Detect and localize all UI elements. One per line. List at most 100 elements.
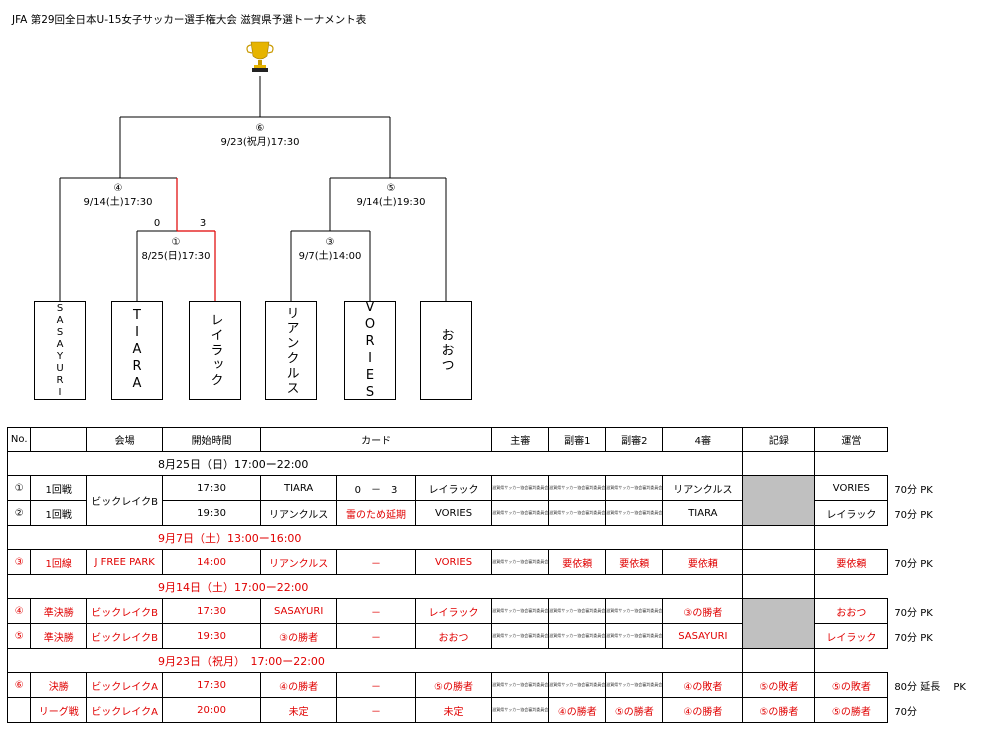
- team-box-reirack: レイラック: [189, 301, 241, 400]
- record-cell: ⑤の敗者: [742, 672, 816, 698]
- referee-cell: 滋賀県サッカー協会審判委員会: [491, 598, 550, 624]
- m1-time: 8/25(日)17:30: [141, 251, 210, 262]
- team-box-ootsu: おおつ: [420, 301, 472, 400]
- match-round: 1回戦: [30, 500, 88, 526]
- m4-time: 9/14(土)17:30: [83, 195, 152, 208]
- match-home: リアンクルス: [259, 500, 338, 526]
- match-no: ⑥: [6, 672, 32, 698]
- match-round: 決勝: [30, 672, 88, 698]
- m6-time: 9/23(祝月)17:30: [220, 135, 299, 148]
- match-score: －: [336, 623, 416, 649]
- match-score: －: [336, 549, 416, 575]
- match-no: ③: [6, 549, 32, 575]
- record-cell: [742, 475, 816, 526]
- fourth-cell: SASAYURI: [662, 623, 744, 649]
- match-score: －: [336, 672, 416, 698]
- record-cell: [742, 598, 816, 649]
- match-away: VORIES: [414, 549, 493, 575]
- ar2-cell: 滋賀県サッカー協会審判委員会: [605, 500, 664, 526]
- header-ops: 運営: [814, 427, 889, 452]
- header-row: No. 会場 開始時間 カード 主審 副審1 副審2 4審 記録 運営: [6, 427, 982, 452]
- match-time: 14:00: [162, 549, 261, 575]
- ar2-cell: 滋賀県サッカー協会審判委員会: [605, 598, 664, 624]
- table-row: ⑥ 決勝 ビックレイクA 17:30 ④の勝者 － ⑤の勝者 滋賀県サッカー協会…: [6, 672, 982, 698]
- match-home: 未定: [259, 697, 338, 723]
- match-time: 17:30: [162, 672, 261, 698]
- match-no: [6, 697, 32, 723]
- match-postponed: 雷のため延期: [336, 500, 416, 526]
- extra-note: 80分 延長 PK: [894, 681, 966, 693]
- table-row: ④ 準決勝 ビックレイクB 17:30 SASAYURI － レイラック 滋賀県…: [6, 598, 982, 649]
- match-away: おおつ: [414, 623, 493, 649]
- header-ar1: 副審1: [548, 427, 607, 452]
- table-row: ① 1回戦 ビックレイクB 17:30 TIARA 0 － 3 レイラック 滋賀…: [6, 475, 982, 526]
- ar1-cell: 滋賀県サッカー協会審判委員会: [548, 475, 607, 501]
- referee-cell: 滋賀県サッカー協会審判委員会: [491, 549, 550, 575]
- m1-score-left: 0: [154, 218, 160, 229]
- ar2-cell: 滋賀県サッカー協会審判委員会: [605, 623, 664, 649]
- header-no: No.: [6, 427, 32, 452]
- m1-score-right: 3: [200, 218, 206, 229]
- extra-note: 70分 PK: [894, 558, 933, 570]
- match-away: レイラック: [414, 475, 493, 501]
- match-score: －: [336, 598, 416, 624]
- ops-cell: レイラック: [814, 500, 889, 526]
- match-no: ④: [6, 598, 32, 624]
- date-row: 9月14日（土）17:00ー22:00: [6, 574, 744, 599]
- match-venue: ビックレイクA: [86, 697, 164, 723]
- match-score: －: [336, 697, 416, 723]
- ops-cell: ⑤の敗者: [814, 672, 889, 698]
- referee-cell: 滋賀県サッカー協会審判委員会: [491, 672, 550, 698]
- fourth-cell: 要依頼: [662, 549, 744, 575]
- extra-note: 70分 PK: [894, 607, 933, 619]
- match-home: リアンクルス: [259, 549, 338, 575]
- team-box-tiara: TIARA: [111, 301, 163, 400]
- match-time: 17:30: [162, 598, 261, 624]
- table-row: ③ 1回線 J FREE PARK 14:00 リアンクルス － VORIES …: [6, 549, 982, 575]
- fourth-cell: TIARA: [662, 500, 744, 526]
- team-box-liancles: リアンクルス: [265, 301, 317, 400]
- extra-note: 70分 PK: [894, 632, 933, 644]
- match-score: 0 － 3: [336, 475, 416, 501]
- match-home: ④の勝者: [259, 672, 338, 698]
- date-row: 9月23日（祝月） 17:00ー22:00: [6, 648, 744, 673]
- match-no: ②: [6, 500, 32, 526]
- match-time: 17:30: [162, 475, 261, 501]
- team-name: おおつ: [438, 328, 454, 373]
- m5-time: 9/14(土)19:30: [356, 195, 425, 208]
- date-row: 8月25日（日）17:00ー22:00: [6, 451, 744, 476]
- header-ar2: 副審2: [605, 427, 664, 452]
- ar1-cell: 滋賀県サッカー協会審判委員会: [548, 623, 607, 649]
- team-name: SASAYURI: [54, 302, 66, 399]
- match-home: SASAYURI: [259, 598, 338, 624]
- record-cell: ⑤の勝者: [742, 697, 816, 723]
- ops-cell: レイラック: [814, 623, 889, 649]
- match-round: 1回線: [30, 549, 88, 575]
- fourth-cell: ③の勝者: [662, 598, 744, 624]
- extra-note: 70分: [894, 706, 918, 718]
- m3-time: 9/7(土)14:00: [299, 249, 362, 262]
- table-row: ② 1回戦 19:30 リアンクルス 雷のため延期 VORIES 滋賀県サッカー…: [6, 500, 982, 526]
- team-name: VORIES: [362, 299, 378, 402]
- ar2-cell: 滋賀県サッカー協会審判委員会: [605, 475, 664, 501]
- referee-cell: 滋賀県サッカー協会審判委員会: [491, 500, 550, 526]
- match-round: 準決勝: [30, 598, 88, 624]
- referee-cell: 滋賀県サッカー協会審判委員会: [491, 623, 550, 649]
- m6-number: ⑥: [256, 123, 265, 134]
- page-title: JFA 第29回全日本U-15女子サッカー選手権大会 滋賀県予選トーナメント表: [12, 14, 367, 26]
- m5-number: ⑤: [387, 183, 396, 194]
- header-start: 開始時間: [162, 427, 261, 452]
- match-venue: ビックレイクB: [86, 623, 164, 649]
- match-venue: J FREE PARK: [86, 549, 164, 575]
- header-card: カード: [259, 427, 493, 452]
- ar2-cell: 滋賀県サッカー協会審判委員会: [605, 672, 664, 698]
- header-record: 記録: [742, 427, 816, 452]
- match-away: ⑤の勝者: [414, 672, 493, 698]
- table-row: ⑤ 準決勝 ビックレイクB 19:30 ③の勝者 － おおつ 滋賀県サッカー協会…: [6, 623, 982, 649]
- ar2-cell: ⑤の勝者: [605, 697, 664, 723]
- match-time: 19:30: [162, 623, 261, 649]
- match-away: VORIES: [414, 500, 493, 526]
- winner-path: [176, 178, 216, 301]
- team-box-sasayuri: SASAYURI: [34, 301, 86, 400]
- m4-number: ④: [114, 183, 123, 194]
